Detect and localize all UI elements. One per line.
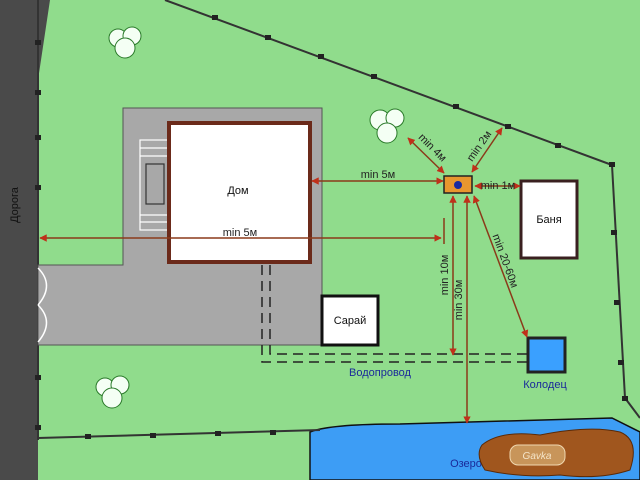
dimension-lines: [39, 127, 529, 424]
dim-septic-well: min 20-60м: [490, 232, 521, 289]
gate: [37, 267, 48, 343]
tree-icon: [369, 108, 405, 144]
dim-road-septic: min 5м: [223, 227, 257, 239]
tree-icon: [95, 375, 130, 409]
lake-label: Озеро: [450, 458, 482, 470]
dim-septic-tree: min 4м: [416, 131, 449, 164]
fence-posts: [35, 15, 628, 439]
road: [0, 0, 50, 480]
water-pipe: [261, 265, 528, 363]
dim-septic-pipe: min 10м: [439, 255, 451, 296]
sauna-label: Баня: [536, 214, 561, 226]
well: [526, 336, 567, 374]
sauna: [519, 179, 579, 260]
dim-septic-lake: min 30м: [453, 280, 465, 321]
dim-septic-sauna: min 1м: [481, 180, 515, 192]
well-label: Колодец: [523, 379, 567, 391]
shed-label: Сарай: [334, 315, 367, 327]
house-label: Дом: [227, 185, 248, 197]
shed: [320, 294, 380, 347]
road-label: Дорога: [9, 186, 21, 223]
tree-icon: [108, 26, 142, 59]
svg-text:Gavka: Gavka: [523, 451, 552, 462]
septic-hatch: [454, 181, 462, 189]
logo: Gavka: [478, 428, 634, 478]
water-pipe-label: Водопровод: [349, 367, 412, 379]
dim-house-septic: min 5м: [361, 169, 395, 181]
